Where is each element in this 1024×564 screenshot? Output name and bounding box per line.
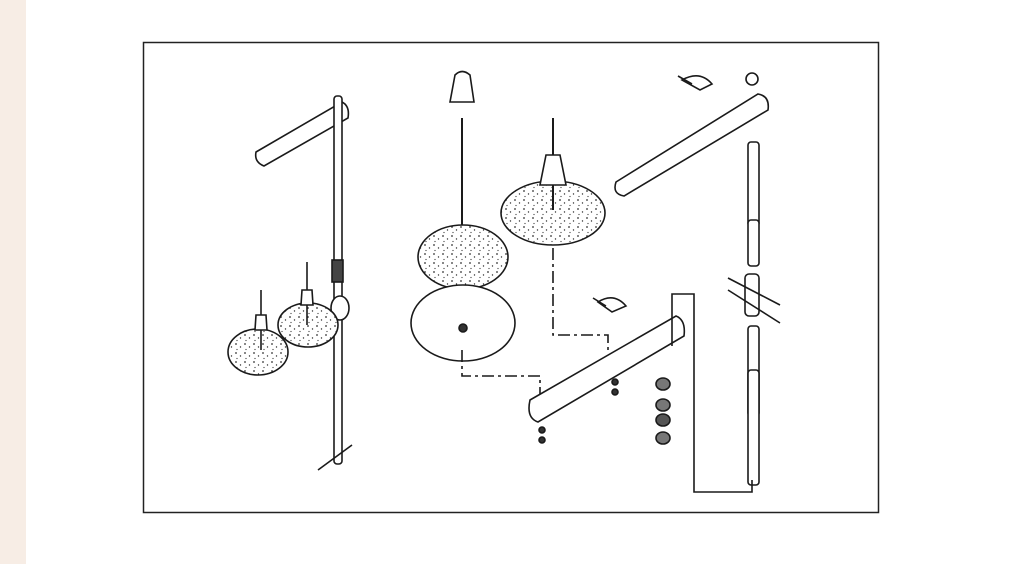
lower-arm — [528, 315, 686, 423]
spool-parts — [410, 70, 609, 410]
washer — [655, 431, 671, 445]
washer — [655, 398, 671, 412]
pole-bracket — [330, 295, 350, 321]
pole-clamp — [744, 273, 760, 317]
pole-section — [747, 219, 760, 267]
exploded-stand — [528, 72, 781, 493]
washer — [655, 377, 671, 391]
side-strip — [0, 0, 26, 564]
pole-section — [747, 369, 760, 486]
top-arm — [614, 93, 770, 197]
spool-disc — [227, 328, 289, 376]
spool-cone — [449, 70, 475, 103]
spool-disc — [277, 302, 339, 348]
diagram-frame — [142, 41, 880, 514]
washer — [655, 413, 671, 427]
assembled-stand — [227, 95, 353, 471]
felt-disc — [417, 224, 509, 290]
pole-clamp — [331, 259, 344, 283]
spool-cone — [539, 154, 567, 186]
top-arm — [254, 101, 350, 167]
pole-section — [747, 141, 760, 227]
spool-plate — [410, 284, 516, 362]
